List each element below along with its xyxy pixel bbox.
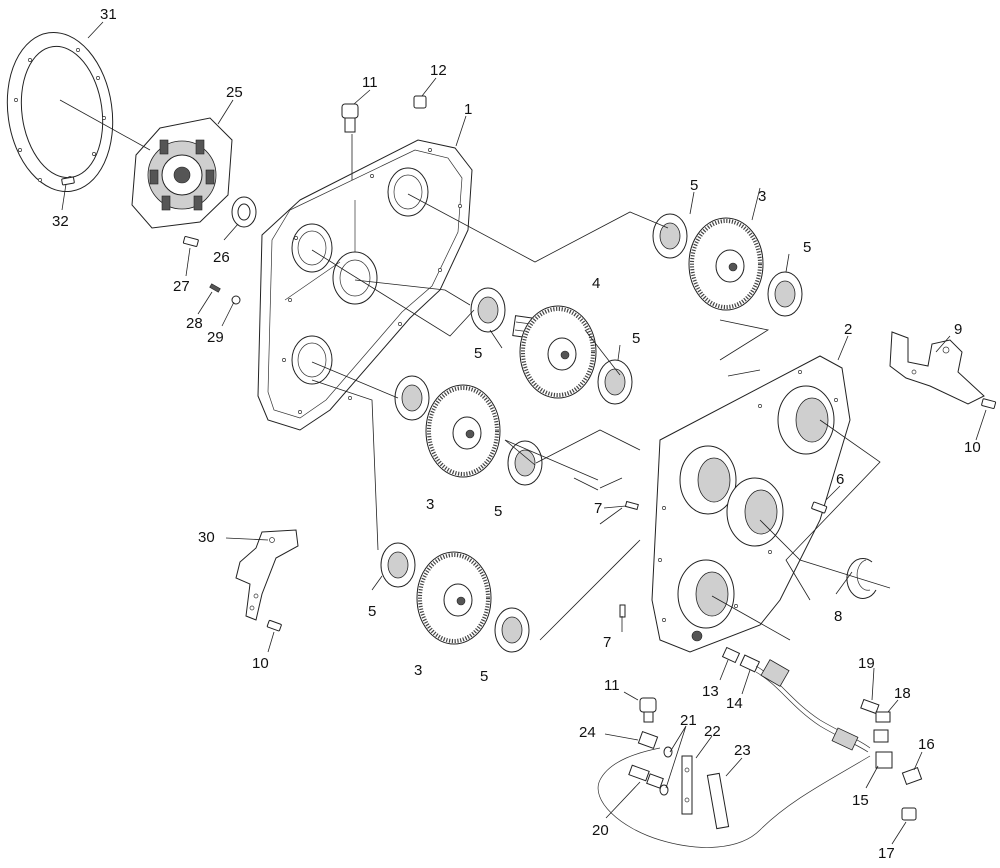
label-5-c: 5 bbox=[474, 345, 482, 362]
label-15: 15 bbox=[852, 792, 869, 809]
part-24-fitting bbox=[637, 730, 659, 750]
part-8-snap-ring bbox=[846, 558, 877, 599]
part-10-bolt-left bbox=[266, 619, 282, 632]
label-29: 29 bbox=[207, 329, 224, 346]
label-14: 14 bbox=[726, 695, 743, 712]
label-28: 28 bbox=[186, 315, 203, 332]
label-30: 30 bbox=[198, 529, 215, 546]
part-6-bolt bbox=[811, 501, 828, 514]
part-5-bearing-h bbox=[494, 607, 530, 653]
part-26-seal bbox=[231, 196, 257, 228]
label-16: 16 bbox=[918, 736, 935, 753]
label-5-b: 5 bbox=[803, 239, 811, 256]
part-5-bearing-c bbox=[470, 287, 506, 333]
label-13: 13 bbox=[702, 683, 719, 700]
label-25: 25 bbox=[226, 84, 243, 101]
label-11-top: 11 bbox=[362, 74, 378, 91]
part-5-bearing-g bbox=[380, 542, 416, 588]
label-4: 4 bbox=[592, 275, 600, 292]
part-3-gear-top bbox=[688, 217, 764, 311]
part-2-gear-case-cover bbox=[651, 355, 851, 653]
label-20: 20 bbox=[592, 822, 609, 839]
part-28-pin bbox=[209, 283, 221, 293]
part-27-bolt bbox=[182, 236, 199, 247]
label-10-left: 10 bbox=[252, 655, 269, 672]
label-10-right: 10 bbox=[964, 439, 981, 456]
label-11-bottom: 11 bbox=[604, 677, 620, 694]
part-3-gear-middle bbox=[425, 384, 501, 478]
label-6: 6 bbox=[836, 471, 844, 488]
part-19-fitting bbox=[860, 698, 880, 715]
label-5-f: 5 bbox=[368, 603, 376, 620]
part-20-fitting bbox=[628, 764, 664, 789]
label-3-top: 3 bbox=[758, 188, 766, 205]
label-5-a: 5 bbox=[690, 177, 698, 194]
label-1: 1 bbox=[464, 101, 472, 118]
sight-tube-loop bbox=[597, 747, 871, 848]
part-12-plug bbox=[413, 95, 427, 109]
part-5-bearing-d bbox=[597, 359, 633, 405]
label-5-d: 5 bbox=[632, 330, 640, 347]
part-11-breather-bottom bbox=[639, 697, 657, 723]
part-13-fitting bbox=[721, 646, 741, 664]
label-32: 32 bbox=[52, 213, 69, 230]
part-9-bracket bbox=[889, 331, 985, 405]
label-21: 21 bbox=[680, 712, 697, 729]
part-17-nut bbox=[901, 807, 917, 821]
label-2: 2 bbox=[844, 321, 852, 338]
part-30-bracket bbox=[235, 529, 299, 621]
part-7-dowel-pin-lower bbox=[619, 604, 626, 618]
label-7-lower: 7 bbox=[603, 634, 611, 651]
part-32-bolt bbox=[61, 176, 75, 186]
label-17: 17 bbox=[878, 845, 895, 862]
label-3-middle: 3 bbox=[426, 496, 434, 513]
part-15-tee bbox=[875, 751, 893, 769]
part-16-elbow bbox=[901, 766, 923, 786]
part-5-bearing-f bbox=[507, 440, 543, 486]
label-26: 26 bbox=[213, 249, 230, 266]
label-8: 8 bbox=[834, 608, 842, 625]
label-31: 31 bbox=[100, 6, 117, 23]
label-5-e: 5 bbox=[494, 503, 502, 520]
hose bbox=[755, 659, 871, 753]
label-24: 24 bbox=[579, 724, 596, 741]
label-27: 27 bbox=[173, 278, 190, 295]
label-7-upper: 7 bbox=[594, 500, 602, 517]
part-18-elbow bbox=[873, 711, 891, 743]
label-18: 18 bbox=[894, 685, 911, 702]
part-5-bearing-b bbox=[767, 271, 803, 317]
part-3-gear-bottom bbox=[416, 551, 492, 645]
label-12: 12 bbox=[430, 62, 447, 79]
label-19: 19 bbox=[858, 655, 875, 672]
label-9: 9 bbox=[954, 321, 962, 338]
callout-labels: 31 25 32 26 27 28 29 11 12 1 5 3 5 4 5 5… bbox=[52, 6, 981, 862]
part-14-fitting bbox=[739, 654, 761, 673]
part-10-bolt-right bbox=[981, 398, 997, 409]
part-31-flywheel-ring bbox=[6, 31, 114, 193]
part-23-sight-glass bbox=[706, 772, 730, 830]
part-22-plate bbox=[681, 755, 693, 815]
leader-lines bbox=[59, 21, 987, 845]
part-1-gear-case-housing bbox=[257, 139, 473, 431]
part-7-dowel-pin-upper bbox=[624, 500, 639, 511]
part-5-bearing-e bbox=[394, 375, 430, 421]
label-23: 23 bbox=[734, 742, 751, 759]
label-22: 22 bbox=[704, 723, 721, 740]
part-25-coupling-plate bbox=[131, 117, 233, 229]
label-5-g: 5 bbox=[480, 668, 488, 685]
part-4-shaft-gear bbox=[512, 305, 597, 399]
part-11-breather-top bbox=[341, 103, 359, 133]
label-3-bottom: 3 bbox=[414, 662, 422, 679]
part-5-bearing-a bbox=[652, 213, 688, 259]
